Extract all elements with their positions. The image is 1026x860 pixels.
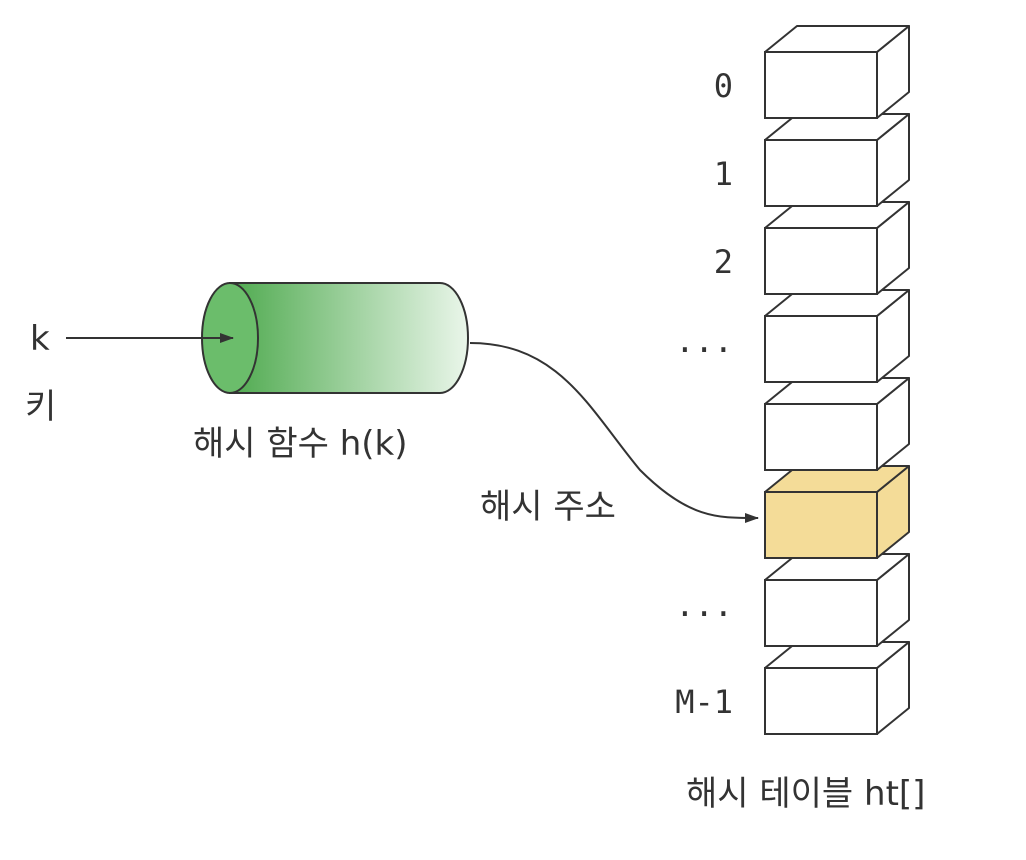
hash-address-label: 해시 주소	[480, 487, 616, 527]
slot-index-label: ···	[675, 595, 733, 633]
key-symbol: k	[30, 319, 50, 359]
slot-front-face	[764, 51, 878, 119]
slot-front-face	[764, 491, 878, 559]
slot-front-face	[764, 579, 878, 647]
hash-table-slot	[764, 201, 910, 295]
cylinder-body	[229, 282, 469, 394]
slot-index-label: ···	[675, 331, 733, 369]
hash-table-slot	[764, 465, 910, 559]
hash-table-slot	[764, 25, 910, 119]
slot-index-label: 0	[714, 67, 733, 105]
slot-front-face	[764, 315, 878, 383]
hash-table-label: 해시 테이블 ht[]	[686, 774, 925, 814]
hash-function-label: 해시 함수 h(k)	[193, 424, 408, 464]
hash-table-slot	[764, 553, 910, 647]
hash-table-slot	[764, 641, 910, 735]
slot-index-label: M-1	[675, 683, 733, 721]
hash-address-arrow	[469, 342, 759, 524]
hash-table: M-1 ··· ··· 2 1 0	[675, 25, 910, 735]
hash-table-slot	[764, 289, 910, 383]
hash-table-slot	[764, 377, 910, 471]
slot-front-face	[764, 667, 878, 735]
key-label: 키	[25, 387, 56, 427]
slot-front-face	[764, 139, 878, 207]
slot-front-face	[764, 403, 878, 471]
hash-table-slot	[764, 113, 910, 207]
slot-front-face	[764, 227, 878, 295]
slot-index-label: 1	[714, 155, 733, 193]
slot-index-label: 2	[714, 243, 733, 281]
hash-function-cylinder	[201, 282, 469, 394]
